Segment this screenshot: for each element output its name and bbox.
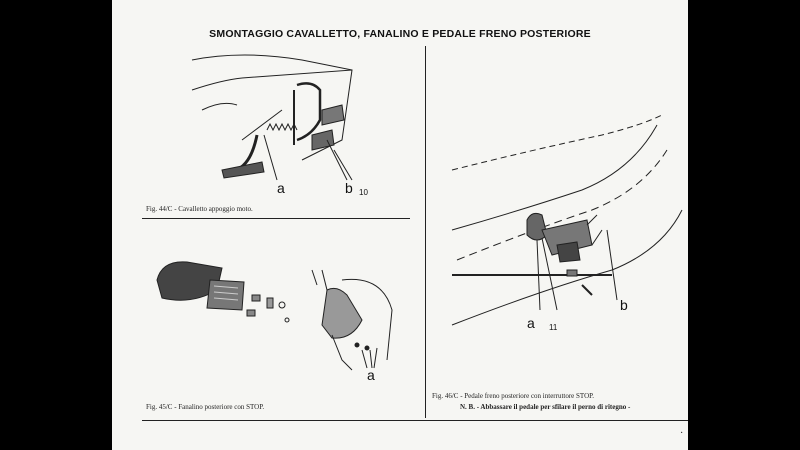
fig44-label-a: a <box>277 180 285 196</box>
fig45-label-a: a <box>367 367 375 383</box>
page-title: SMONTAGGIO CAVALLETTO, FANALINO E PEDALE… <box>209 28 591 40</box>
fig46-note: N. B. - Abbassare il pedale per sfilare … <box>460 403 631 411</box>
fig44-label-b: b <box>345 180 353 196</box>
page-mark: · <box>680 428 684 439</box>
fig46-label-b: b <box>620 297 628 313</box>
figure-45-taillight-drawing: a <box>156 261 393 383</box>
fig46-caption: Fig. 46/C - Pedale freno posteriore con … <box>432 392 595 400</box>
fig46-label-a: a <box>527 315 535 331</box>
fig44-caption: Fig. 44/C - Cavalletto appoggio moto. <box>146 205 253 213</box>
manual-page: SMONTAGGIO CAVALLETTO, FANALINO E PEDALE… <box>112 0 688 450</box>
figure-44-stand-drawing: a b 10 <box>191 54 368 197</box>
bottom-rule <box>142 420 688 421</box>
section-divider <box>142 218 410 219</box>
fig44-label-b-number: 10 <box>359 188 368 197</box>
figure-46-brake-pedal-drawing: a 11 b <box>451 114 683 332</box>
fig45-caption: Fig. 45/C - Fanalino posteriore con STOP… <box>146 403 265 411</box>
fig46-label-a-number: 11 <box>549 323 558 332</box>
column-divider <box>425 46 426 418</box>
